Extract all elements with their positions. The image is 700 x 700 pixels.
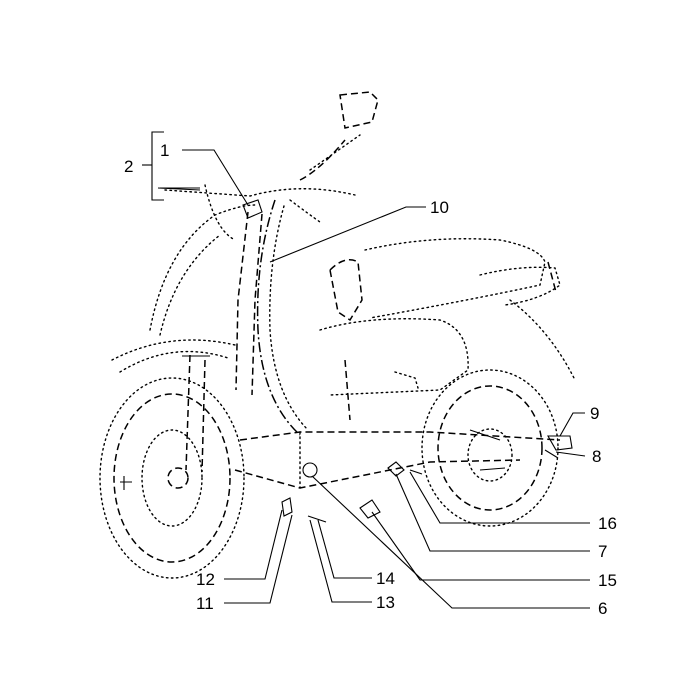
callout-2: 2 <box>124 157 133 176</box>
callout-7: 7 <box>598 542 607 561</box>
leader-lines <box>142 131 590 609</box>
callout-11: 11 <box>196 594 214 613</box>
handlebar <box>164 91 379 223</box>
front-shield <box>149 184 256 336</box>
rear-wheel <box>421 369 559 527</box>
hardware <box>157 187 573 523</box>
brake-cable <box>256 199 309 436</box>
callout-6: 6 <box>598 599 607 618</box>
callout-16: 16 <box>598 514 617 533</box>
front-wheel <box>99 377 245 579</box>
rear-tail <box>479 261 576 381</box>
callout-1: 1 <box>160 141 169 160</box>
front-fork <box>182 354 210 473</box>
callout-8: 8 <box>592 447 601 466</box>
floorboard <box>234 431 561 489</box>
callout-15: 15 <box>598 571 617 590</box>
callout-14: 14 <box>376 569 395 588</box>
callout-9: 9 <box>590 404 599 423</box>
callout-10: 10 <box>430 198 449 217</box>
callout-13: 13 <box>376 593 395 612</box>
seat <box>329 238 546 322</box>
side-panel <box>319 318 469 421</box>
steering-column <box>235 211 263 396</box>
front-fender <box>111 339 236 373</box>
callout-12: 12 <box>196 570 215 589</box>
